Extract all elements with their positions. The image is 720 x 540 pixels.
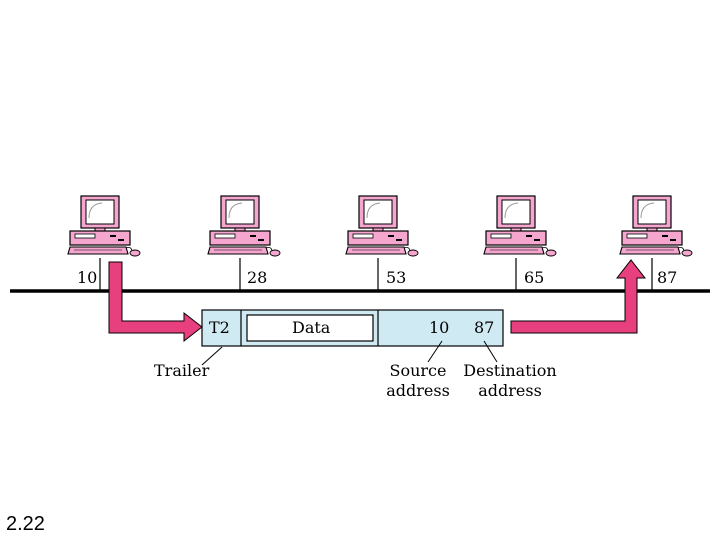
trailer-caption: Trailer <box>154 361 210 380</box>
station-3: 53 <box>345 195 419 290</box>
destination-caption-line2: address <box>478 381 542 400</box>
computer-icon <box>207 195 281 257</box>
data-field <box>246 314 374 342</box>
computer-icon <box>67 195 141 257</box>
source-leader-line <box>427 340 443 363</box>
destination-caption-line1: Destination <box>463 361 556 380</box>
trailer-field: T2 <box>209 318 230 337</box>
station-1: 10 <box>67 195 141 290</box>
slide-number: 2.22 <box>6 513 45 535</box>
station-address: 53 <box>386 268 406 287</box>
source-caption-line2: address <box>386 381 450 400</box>
arrow-icon <box>108 261 203 343</box>
data-field-label: Data <box>292 318 331 337</box>
destination-field: 87 <box>474 318 494 337</box>
station-address: 28 <box>247 268 267 287</box>
station-address: 87 <box>657 268 677 287</box>
computer-icon <box>483 195 557 257</box>
frame: T2 Data 10 87 <box>201 309 504 347</box>
source-field: 10 <box>429 318 449 337</box>
source-caption-line1: Source <box>390 361 447 380</box>
computer-icon <box>619 195 693 257</box>
arrow-icon <box>510 259 647 334</box>
station-2: 28 <box>207 195 281 290</box>
destination-leader-line <box>483 340 498 363</box>
trailer-leader-line <box>201 346 223 366</box>
station-address: 10 <box>77 268 97 287</box>
computer-icon <box>345 195 419 257</box>
station-address: 65 <box>524 268 544 287</box>
station-4: 65 <box>483 195 557 290</box>
station-5: 87 <box>619 195 693 290</box>
